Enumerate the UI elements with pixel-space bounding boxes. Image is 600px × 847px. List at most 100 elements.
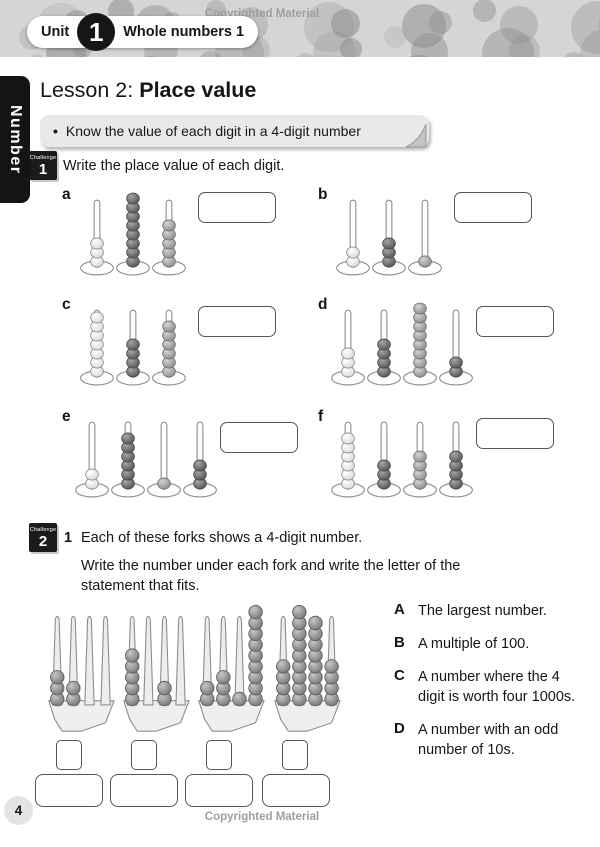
abacus-spike (403, 302, 437, 386)
challenge-2-badge: Challenge 2 (29, 523, 57, 552)
answer-box[interactable] (198, 192, 276, 223)
statement-letter: D (394, 720, 405, 737)
abacus-spike (183, 421, 217, 498)
answer-box[interactable] (476, 306, 554, 337)
item-label: f (318, 408, 324, 425)
question-line1: Each of these forks shows a 4-digit numb… (81, 530, 363, 546)
abacus-spike (367, 421, 401, 498)
abacus-spike (116, 192, 150, 276)
objective-banner: • Know the value of each digit in a 4-di… (40, 115, 429, 148)
challenge-badge-number: 2 (38, 532, 48, 550)
fork-graphic (274, 604, 341, 732)
abacus-item-d: d (318, 294, 570, 400)
fork-letter-box[interactable] (56, 740, 82, 770)
abacus-spike (439, 309, 473, 386)
abacus-item-f: f (318, 406, 570, 512)
bubble (304, 2, 354, 52)
fork-graphic (198, 604, 265, 732)
fork-number-box[interactable] (110, 774, 178, 807)
question-number: 1 (64, 530, 73, 546)
strand-label: Number (7, 104, 24, 175)
lesson-name: Place value (139, 78, 257, 102)
bubble (500, 6, 538, 44)
statements-list: A The largest number. B A multiple of 100. C… (394, 601, 584, 773)
statement-letter: B (394, 634, 405, 651)
spike-row (74, 414, 218, 499)
spike-row (330, 302, 474, 387)
fork-letter-box[interactable] (282, 740, 308, 770)
objective-text: Know the value of each digit in a 4-digi… (65, 123, 361, 139)
answer-box[interactable] (454, 192, 532, 223)
bubble (197, 51, 224, 57)
fork-number-box[interactable] (262, 774, 330, 807)
challenge-badge-word: Challenge (29, 154, 57, 161)
statement-text: A multiple of 100. (418, 636, 530, 652)
abacus-spike (408, 199, 442, 276)
spike-row (79, 302, 187, 387)
bubble (402, 4, 446, 48)
challenge-1-instruction: Write the place value of each digit. (63, 158, 285, 174)
statement-letter: A (394, 601, 405, 618)
bubble (384, 26, 406, 48)
fork-letter-box[interactable] (131, 740, 157, 770)
bubble (580, 30, 600, 57)
unit-badge: Unit 1 Whole numbers 1 (27, 13, 259, 51)
abacus-spike (367, 309, 401, 386)
spike-row (79, 192, 187, 277)
fork-number-box[interactable] (185, 774, 253, 807)
bubble (331, 9, 360, 38)
statement-row: B A multiple of 100. (394, 634, 584, 654)
bubble (206, 0, 226, 20)
abacus-spike (75, 421, 109, 498)
bubble (393, 55, 444, 57)
bubble (28, 54, 46, 57)
challenge-badge-number: 1 (38, 160, 48, 178)
statement-text: A number where the 4 digit is worth four… (418, 669, 576, 705)
abacus-item-b: b (318, 184, 570, 290)
spike-row (335, 192, 443, 277)
unit-number-circle: 1 (77, 13, 116, 51)
statement-text: The largest number. (418, 603, 547, 619)
abacus-spike (152, 309, 186, 386)
bubble (126, 56, 174, 57)
answer-box[interactable] (476, 418, 554, 449)
fork-3 (175, 604, 270, 770)
item-label: e (62, 408, 71, 425)
spike-row (330, 414, 474, 499)
item-label: d (318, 296, 328, 313)
fork-graphic (123, 615, 190, 732)
abacus-spike (80, 309, 114, 386)
abacus-spike (116, 309, 150, 386)
item-label: a (62, 186, 71, 203)
page-curl-icon (405, 123, 427, 148)
answer-box[interactable] (198, 306, 276, 337)
answer-box[interactable] (220, 422, 298, 453)
bubble (473, 0, 496, 22)
unit-label: Unit (41, 24, 70, 40)
statement-letter: C (394, 667, 405, 684)
fork-number-box[interactable] (35, 774, 103, 807)
bubble (562, 52, 586, 57)
statement-row: D A number with an odd number of 10s. (394, 720, 584, 760)
lesson-prefix: Lesson 2: (40, 78, 134, 102)
bubble (598, 8, 600, 40)
challenge-badge-word: Challenge (29, 526, 57, 533)
abacus-spike (147, 421, 181, 498)
item-label: c (62, 296, 71, 313)
abacus-spike (403, 421, 437, 498)
bubble (509, 35, 540, 57)
challenge-1-badge: Challenge 1 (29, 151, 57, 180)
statement-row: A The largest number. (394, 601, 584, 621)
unit-title: Whole numbers 1 (123, 24, 245, 40)
abacus-spike (336, 199, 370, 276)
page-number: 4 (4, 796, 33, 825)
abacus-spike (111, 421, 145, 498)
statement-text: A number with an odd number of 10s. (418, 722, 559, 758)
fork-2 (100, 604, 195, 770)
fork-letter-box[interactable] (206, 740, 232, 770)
abacus-spike (372, 199, 406, 276)
copyright-notice-bottom: Copyrighted Material (204, 811, 320, 823)
bubble (0, 0, 2, 4)
abacus-spike (80, 199, 114, 276)
